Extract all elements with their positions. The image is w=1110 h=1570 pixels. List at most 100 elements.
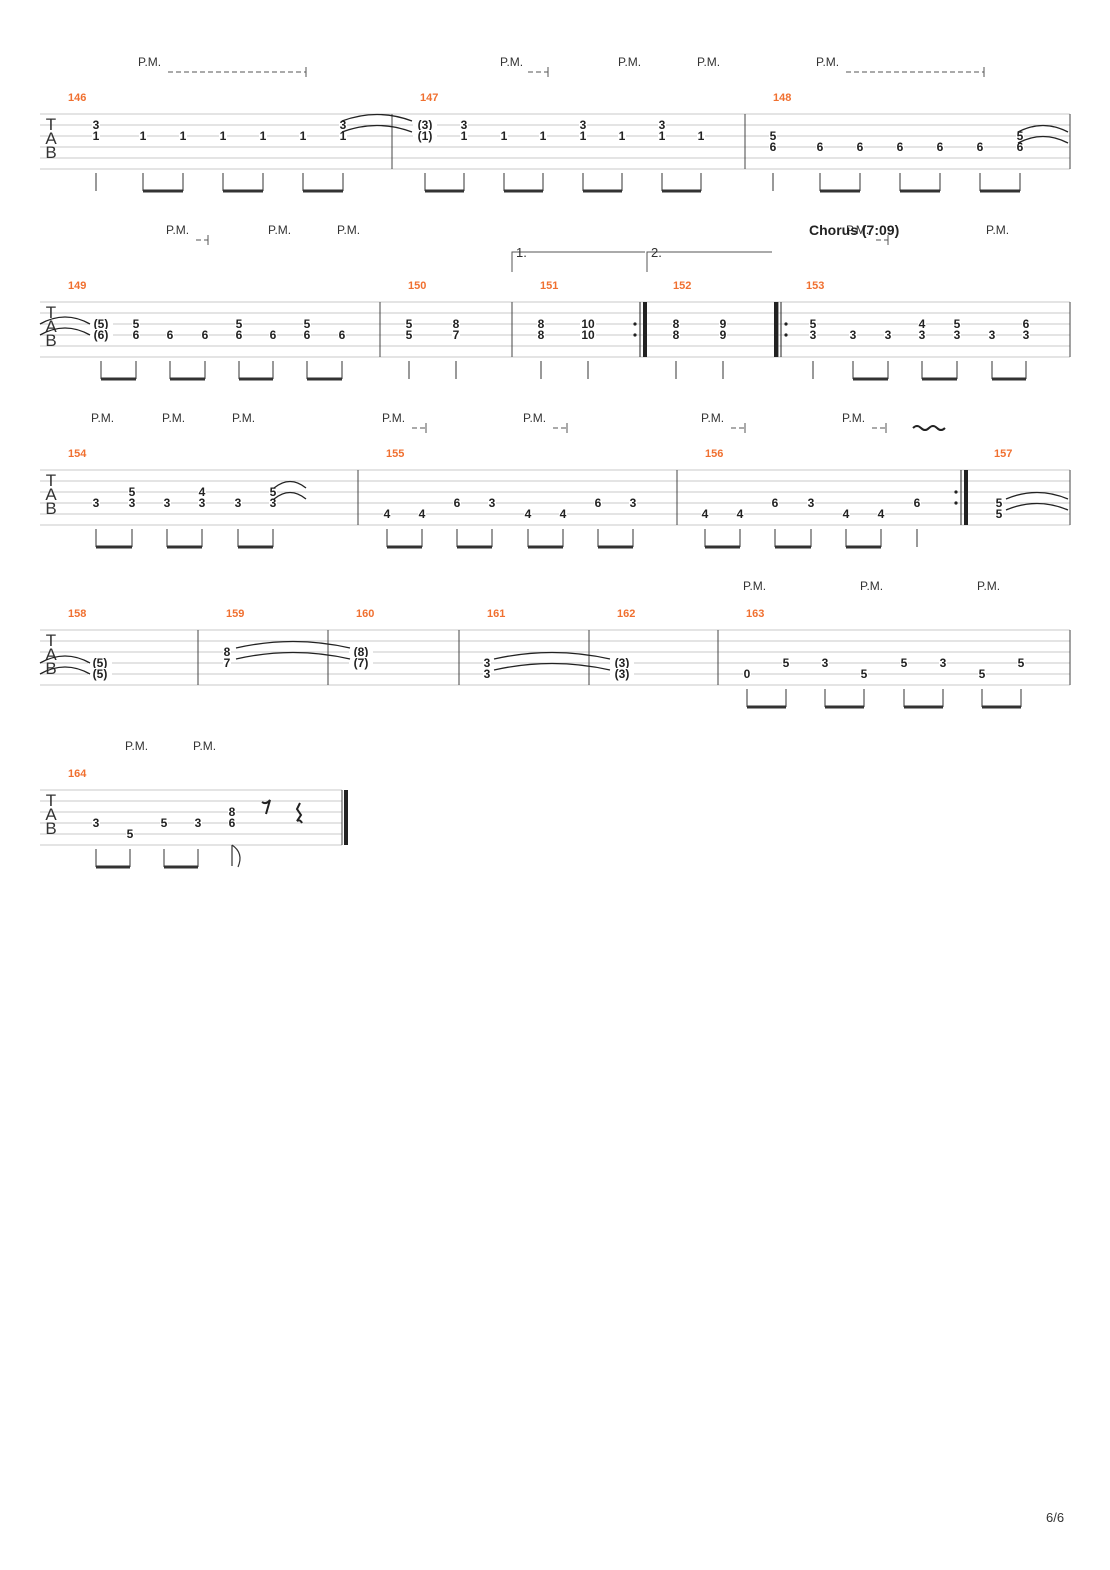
palm-mute-label: P.M. bbox=[232, 411, 255, 425]
fret-mask bbox=[719, 318, 727, 329]
fret-mask bbox=[223, 657, 231, 668]
fret-mask bbox=[610, 657, 634, 668]
tab-clef-letter: A bbox=[45, 129, 57, 148]
fret-mask bbox=[452, 318, 460, 329]
palm-mute-label: P.M. bbox=[138, 55, 161, 69]
fret-mask bbox=[339, 119, 347, 130]
fret-number: (3) bbox=[418, 118, 433, 132]
fret-mask bbox=[179, 130, 187, 141]
fret-mask bbox=[769, 130, 777, 141]
fret-number: 1 bbox=[540, 129, 547, 143]
repeat-dot bbox=[633, 322, 637, 326]
fret-mask bbox=[524, 508, 532, 519]
fret-number: 3 bbox=[919, 328, 926, 342]
palm-mute-label: P.M. bbox=[816, 55, 839, 69]
fret-number: 3 bbox=[1023, 328, 1030, 342]
fret-mask bbox=[349, 657, 373, 668]
measure-number: 159 bbox=[226, 608, 244, 620]
fret-number: 6 bbox=[897, 140, 904, 154]
fret-number: 6 bbox=[236, 328, 243, 342]
fret-number: 5 bbox=[304, 317, 311, 331]
fret-mask bbox=[339, 130, 347, 141]
fret-mask bbox=[128, 497, 136, 508]
tab-clef-letter: T bbox=[46, 471, 56, 490]
fret-mask bbox=[269, 486, 277, 497]
tie-arc bbox=[235, 640, 351, 649]
fret-number: 3 bbox=[810, 328, 817, 342]
fret-number: 3 bbox=[484, 656, 491, 670]
fret-mask bbox=[89, 329, 113, 340]
fret-number: 3 bbox=[580, 118, 587, 132]
fret-number: 3 bbox=[659, 118, 666, 132]
fret-mask bbox=[303, 329, 311, 340]
fret-mask bbox=[418, 508, 426, 519]
fret-number: 3 bbox=[93, 816, 100, 830]
fret-mask bbox=[132, 329, 140, 340]
fret-mask bbox=[483, 668, 491, 679]
fret-mask bbox=[483, 657, 491, 668]
palm-mute-label: P.M. bbox=[125, 739, 148, 753]
palm-mute-label: P.M. bbox=[162, 411, 185, 425]
fret-number: 3 bbox=[850, 328, 857, 342]
measure-number: 151 bbox=[540, 280, 558, 292]
fret-number: 1 bbox=[220, 129, 227, 143]
tie-arc bbox=[1005, 491, 1069, 500]
fret-mask bbox=[163, 497, 171, 508]
fret-number: 4 bbox=[525, 507, 532, 521]
measure-number: 148 bbox=[773, 92, 791, 104]
fret-mask bbox=[782, 657, 790, 668]
fret-mask bbox=[594, 497, 602, 508]
tab-clef-letter: B bbox=[45, 331, 56, 350]
fret-mask bbox=[953, 318, 961, 329]
palm-mute-label: P.M. bbox=[618, 55, 641, 69]
fret-mask bbox=[405, 329, 413, 340]
fret-number: 7 bbox=[453, 328, 460, 342]
fret-mask bbox=[821, 657, 829, 668]
fret-number: 4 bbox=[419, 507, 426, 521]
measure-number: 158 bbox=[68, 608, 86, 620]
fret-number: 5 bbox=[133, 317, 140, 331]
tab-clef-letter: T bbox=[46, 631, 56, 650]
fret-mask bbox=[856, 141, 864, 152]
fret-mask bbox=[201, 329, 209, 340]
fret-number: 6 bbox=[270, 328, 277, 342]
tab-clef-letter: T bbox=[46, 303, 56, 322]
fret-number: 6 bbox=[595, 496, 602, 510]
fret-mask bbox=[559, 508, 567, 519]
fret-mask bbox=[223, 646, 231, 657]
fret-number: (6) bbox=[94, 328, 109, 342]
fret-mask bbox=[976, 141, 984, 152]
fret-number: 1 bbox=[501, 129, 508, 143]
fret-mask bbox=[349, 646, 373, 657]
fret-mask bbox=[132, 318, 140, 329]
tie-arc bbox=[493, 662, 611, 671]
fret-number: 4 bbox=[843, 507, 850, 521]
tie-arc bbox=[273, 480, 307, 489]
fret-mask bbox=[500, 130, 508, 141]
fret-mask bbox=[918, 318, 926, 329]
fret-mask bbox=[743, 668, 751, 679]
fret-mask bbox=[769, 141, 777, 152]
tie-arc bbox=[1017, 124, 1069, 133]
measure-number: 155 bbox=[386, 448, 404, 460]
tab-clef-letter: B bbox=[45, 143, 56, 162]
fret-mask bbox=[580, 329, 596, 340]
fret-mask bbox=[580, 318, 596, 329]
tie-arc bbox=[341, 113, 413, 122]
fret-mask bbox=[900, 657, 908, 668]
fret-mask bbox=[896, 141, 904, 152]
fret-number: 5 bbox=[979, 667, 986, 681]
measure-number: 162 bbox=[617, 608, 635, 620]
fret-mask bbox=[269, 497, 277, 508]
fret-mask bbox=[1022, 318, 1030, 329]
measure-number: 153 bbox=[806, 280, 824, 292]
measure-number: 161 bbox=[487, 608, 505, 620]
fret-mask bbox=[460, 119, 468, 130]
fret-number: (8) bbox=[354, 645, 369, 659]
fret-number: 6 bbox=[772, 496, 779, 510]
fret-mask bbox=[610, 668, 634, 679]
fret-number: 5 bbox=[770, 129, 777, 143]
palm-mute-label: P.M. bbox=[166, 223, 189, 237]
fret-number: 3 bbox=[885, 328, 892, 342]
